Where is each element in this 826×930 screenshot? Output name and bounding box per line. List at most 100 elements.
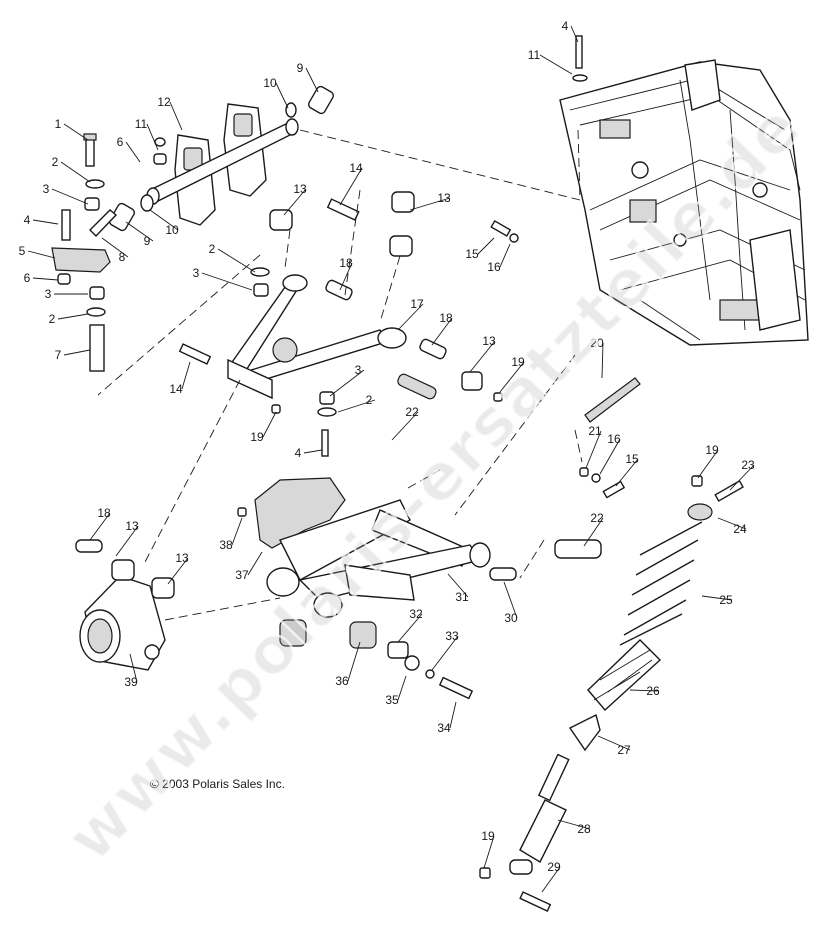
callout-c10a: 10 [263, 76, 277, 90]
callout-leader-c13e [167, 557, 189, 585]
callout-c17: 17 [410, 297, 424, 311]
callout-c18b: 18 [439, 311, 453, 325]
callout-c37: 37 [235, 568, 249, 582]
callout-leader-c17 [397, 303, 424, 331]
callout-c6a: 6 [24, 271, 31, 285]
callout-leader-c2d [337, 399, 376, 413]
callout-leader-c15a [477, 237, 495, 255]
callout-leader-c6b [125, 141, 141, 163]
callout-c12: 12 [157, 95, 171, 109]
callout-leader-c6a [32, 277, 59, 281]
callout-c34: 34 [437, 721, 451, 735]
callout-leader-c11b [539, 54, 573, 75]
callout-c1: 1 [55, 117, 62, 131]
callout-leader-c8 [101, 237, 129, 258]
callout-leader-c23 [729, 464, 755, 491]
callout-leader-c16a [499, 243, 511, 268]
upper-a-arm [178, 191, 519, 457]
callout-c4a: 4 [24, 213, 31, 227]
callout-c13a: 13 [293, 182, 307, 196]
callout-c24: 24 [733, 522, 747, 536]
callout-c16b: 16 [607, 432, 621, 446]
callout-c20: 20 [590, 336, 604, 350]
callout-c38: 38 [219, 538, 233, 552]
callout-leader-c5 [27, 250, 56, 259]
callout-c2c: 2 [209, 242, 216, 256]
vehicle-frame [559, 59, 809, 346]
limiter-strap [579, 377, 641, 499]
callout-c21: 21 [588, 424, 602, 438]
callout-c26: 26 [646, 684, 660, 698]
callout-leader-c14a [339, 167, 363, 206]
callout-c7: 7 [55, 348, 62, 362]
callout-leader-c30 [503, 581, 518, 619]
callout-leader-c33 [431, 635, 459, 671]
callout-leader-c15b [615, 458, 639, 487]
callout-leader-c21 [585, 430, 602, 469]
callout-leader-c4b [303, 449, 323, 454]
callout-leader-c2a [60, 161, 91, 183]
callout-c2d: 2 [366, 393, 373, 407]
callout-leader-c16b [599, 438, 621, 475]
callout-c39: 39 [124, 675, 138, 689]
callout-c4c: 4 [562, 19, 569, 33]
callout-leader-c18b [431, 317, 453, 346]
callout-c35: 35 [385, 693, 399, 707]
callout-c29: 29 [547, 860, 561, 874]
callout-leader-c27 [597, 735, 631, 751]
callout-c16a: 16 [487, 260, 501, 274]
bushing-set [279, 619, 474, 700]
pivot-bracket-assembly [146, 103, 299, 226]
callout-c15b: 15 [625, 452, 639, 466]
callout-c11b: 11 [528, 48, 541, 62]
callout-leader-c3c [201, 272, 253, 291]
callout-c28: 28 [577, 822, 591, 836]
callout-c2b: 2 [49, 312, 56, 326]
callout-c22b: 22 [590, 511, 604, 525]
callout-leader-c9b [125, 221, 154, 242]
callout-leader-c9a [305, 67, 319, 93]
callout-leader-c1 [63, 123, 89, 141]
callout-c3a: 3 [43, 182, 50, 196]
callout-c22a: 22 [405, 405, 419, 419]
lower-trailing-arm [237, 373, 602, 618]
callout-c25: 25 [719, 593, 733, 607]
callout-c14b: 14 [169, 382, 183, 396]
callout-leader-c18c [89, 512, 111, 541]
callout-leader-c36 [347, 641, 361, 682]
callout-c36: 36 [335, 674, 349, 688]
callout-leader-c37 [247, 551, 263, 576]
callout-c19b: 19 [250, 430, 264, 444]
callout-leader-c7 [63, 349, 91, 356]
callout-leader-c19d [483, 835, 495, 869]
callout-leader-c22b [583, 517, 604, 547]
callout-c30: 30 [504, 611, 518, 625]
callout-c13b: 13 [437, 191, 451, 205]
callout-leader-c28 [557, 819, 591, 830]
callout-leader-c4c [570, 25, 579, 43]
callout-leader-c10a [275, 82, 289, 109]
callout-leader-c34 [449, 701, 457, 729]
callout-leader-c39 [129, 653, 138, 683]
callout-c13e: 13 [175, 551, 189, 565]
callout-leader-c13d [115, 525, 139, 557]
callout-c5: 5 [19, 244, 26, 258]
callout-leader-c19a [499, 361, 525, 393]
callout-c3b: 3 [45, 287, 52, 301]
callout-c33: 33 [445, 629, 459, 643]
callout-c8: 8 [119, 250, 126, 264]
callout-c19d: 19 [481, 829, 495, 843]
alignment-lines [97, 129, 583, 621]
callout-c3d: 3 [355, 363, 362, 377]
callout-leader-c13b [409, 197, 451, 211]
callout-leader-c35 [397, 675, 407, 701]
callout-leader-c13a [283, 188, 307, 216]
callout-leader-c13c [469, 340, 496, 373]
callout-leader-c20 [601, 342, 604, 379]
callout-c2a: 2 [52, 155, 59, 169]
callout-leader-c19c [697, 449, 719, 479]
callout-c23: 23 [741, 458, 755, 472]
callout-leader-c24 [717, 517, 747, 530]
copyright-text: © 2003 Polaris Sales Inc. [150, 777, 285, 791]
callout-c4b: 4 [295, 446, 302, 460]
